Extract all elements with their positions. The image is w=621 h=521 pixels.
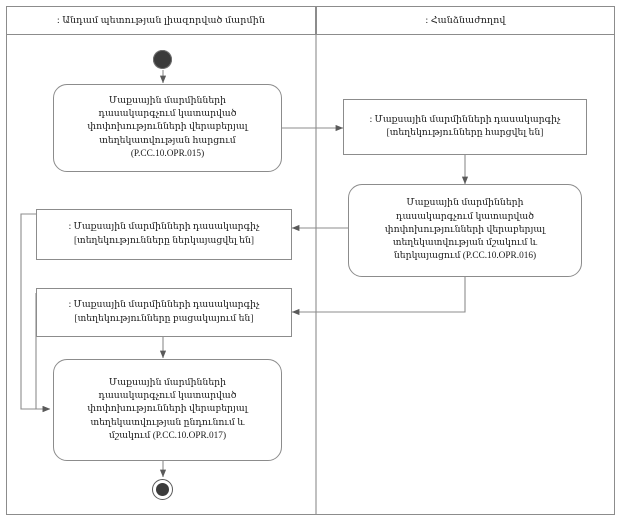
object-node-information-absent-label: : Մաքսային մարմինների դասակարգիչ [տեղեկո… [68,300,260,324]
swimlane-title-commission: : Հանձնաժողով [425,16,506,26]
activity-final-node [152,479,173,500]
activity-opr-016[interactable]: Մաքսային մարմինների դասակարգչում կատարվա… [348,184,582,277]
swimlane-header-commission: : Հանձնաժողով [316,6,615,35]
activity-opr-016-label: Մաքսային մարմինների դասակարգչում կատարվա… [384,198,546,262]
object-node-information-requested-label: : Մաքսային մարմինների դասակարգիչ [տեղեկո… [369,114,561,138]
object-node-information-presented-label: : Մաքսային մարմինների դասակարգիչ [տեղեկո… [68,222,260,246]
activity-opr-015[interactable]: Մաքսային մարմինների դասակարգչում կատարվա… [53,84,282,172]
activity-opr-017[interactable]: Մաքսային մարմինների դասակարգչում կատարվա… [53,359,282,461]
swimlane-header-member-state: : Անդամ պետության լիազորված մարմին [6,6,316,35]
activity-opr-017-label: Մաքսային մարմինների դասակարգչում կատարվա… [87,377,248,441]
initial-node [153,50,172,69]
object-node-information-absent[interactable]: : Մաքսային մարմինների դասակարգիչ [տեղեկո… [36,288,292,337]
activity-opr-015-label: Մաքսային մարմինների դասակարգչում կատարվա… [87,95,248,159]
swimlane-title-member-state: : Անդամ պետության լիազորված մարմին [56,16,266,26]
object-node-information-presented[interactable]: : Մաքսային մարմինների դասակարգիչ [տեղեկո… [36,209,292,260]
object-node-information-requested[interactable]: : Մաքսային մարմինների դասակարգիչ [տեղեկո… [343,99,587,155]
